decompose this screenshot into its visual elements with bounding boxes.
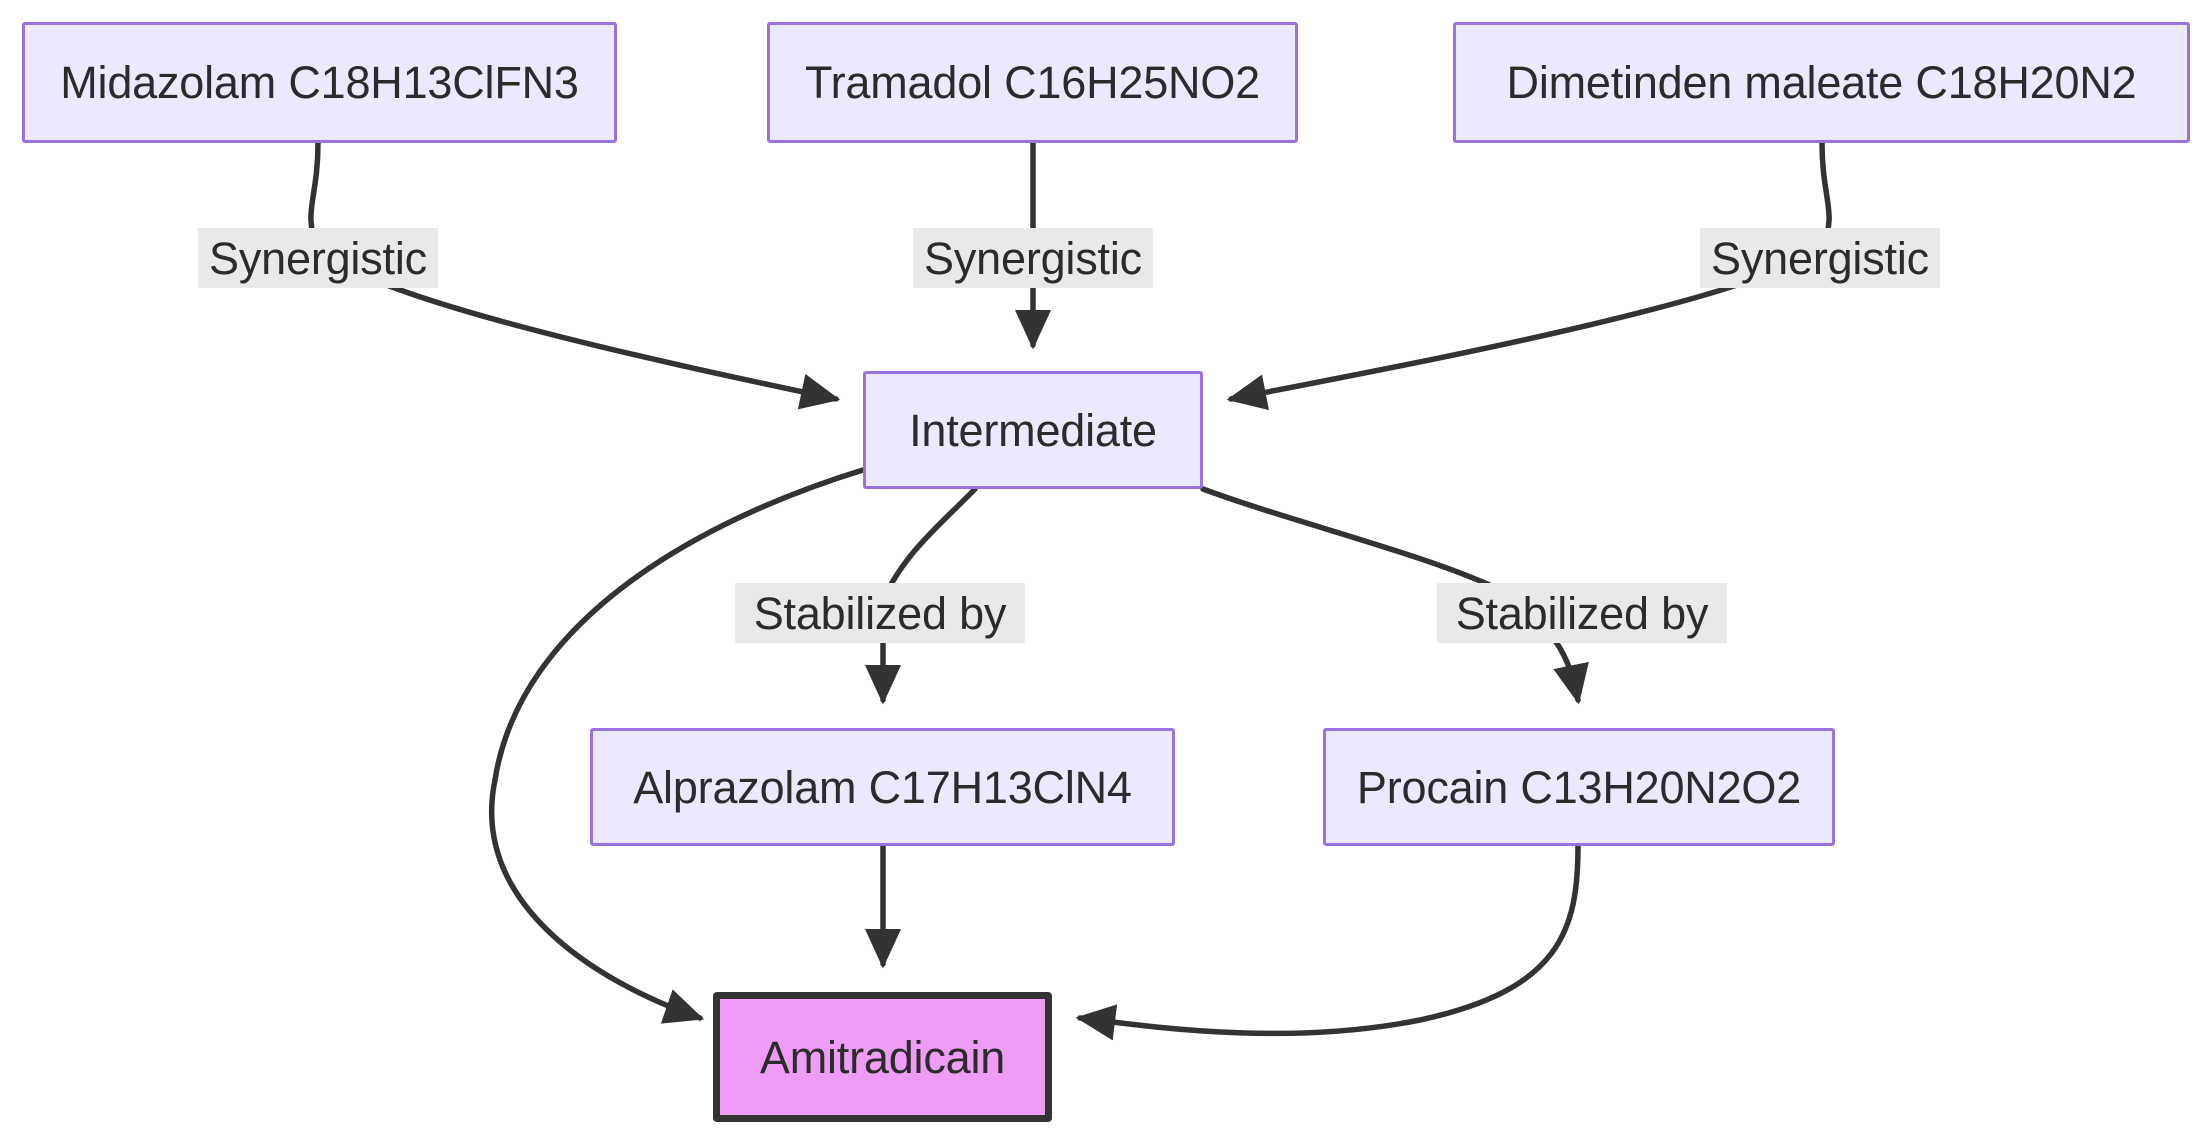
edge-label-text: Synergistic	[209, 232, 427, 284]
edge-label-text: Stabilized by	[1455, 587, 1709, 639]
edge-label-intermediate-procain: Stabilized by	[1437, 583, 1727, 643]
node-label: Amitradicain	[759, 1031, 1006, 1083]
node-amitradicain[interactable]: Amitradicain	[713, 992, 1052, 1122]
edge-label-intermediate-alprazolam: Stabilized by	[735, 583, 1025, 643]
node-alprazolam[interactable]: Alprazolam C17H13ClN4	[590, 728, 1175, 846]
edge-label-text: Synergistic	[1711, 232, 1929, 284]
edge-label-dimetinden-intermediate: Synergistic	[1700, 228, 1940, 288]
node-label: Dimetinden maleate C18H20N2	[1506, 57, 2137, 108]
node-midazolam[interactable]: Midazolam C18H13ClFN3	[22, 22, 617, 143]
edge-intermediate-amitradicain	[488, 467, 866, 1024]
edge-intermediate-procain	[1200, 486, 1589, 705]
node-label: Midazolam C18H13ClFN3	[60, 57, 579, 108]
node-procain[interactable]: Procain C13H20N2O2	[1323, 728, 1835, 846]
node-intermediate[interactable]: Intermediate	[863, 371, 1203, 489]
node-tramadol[interactable]: Tramadol C16H25NO2	[767, 22, 1298, 143]
node-label: Alprazolam C17H13ClN4	[633, 761, 1132, 813]
edge-procain-amitradicain	[1075, 843, 1581, 1041]
edge-label-midazolam-intermediate: Synergistic	[198, 228, 438, 288]
node-label: Tramadol C16H25NO2	[805, 57, 1260, 108]
node-label: Intermediate	[909, 404, 1157, 456]
edge-label-text: Synergistic	[924, 232, 1142, 284]
node-dimetinden-maleate[interactable]: Dimetinden maleate C18H20N2	[1453, 22, 2190, 143]
edge-label-tramadol-intermediate: Synergistic	[913, 228, 1153, 288]
node-label: Procain C13H20N2O2	[1356, 761, 1802, 813]
edge-label-text: Stabilized by	[753, 587, 1007, 639]
